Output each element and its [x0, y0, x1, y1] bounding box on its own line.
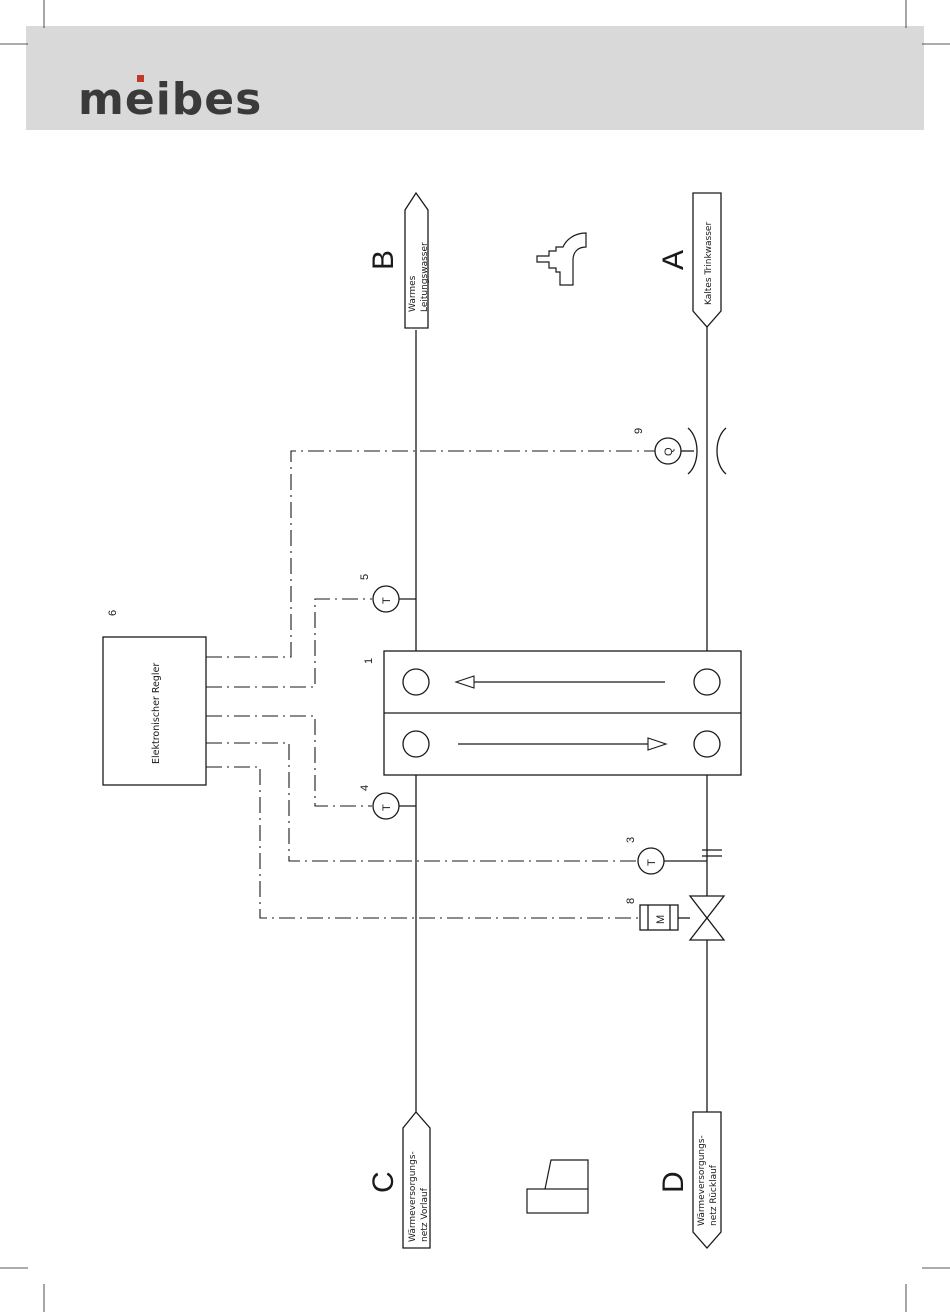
heat-exchanger-number: 1	[363, 658, 375, 664]
flow-sensor-symbol: Q	[663, 447, 675, 456]
brand-logo: meibes	[78, 74, 262, 125]
sensor-4-symbol: T	[381, 804, 393, 811]
sensor-5-symbol: T	[381, 597, 393, 604]
port-C-line2: netz Vorlauf	[420, 1187, 430, 1242]
sensor-3: T	[638, 848, 722, 874]
logo-dot	[137, 75, 144, 82]
sensor-5: T	[373, 586, 416, 612]
port-C-letter: C	[367, 1171, 400, 1193]
sensor-4-number: 4	[359, 785, 371, 791]
port-B-letter: B	[367, 250, 400, 270]
controller-label: Elektronischer Regler	[151, 663, 162, 764]
flow-sensor-9: Q	[655, 428, 726, 474]
tap-icon	[537, 233, 586, 285]
port-D-line1: Wärmeversorgungs-	[697, 1135, 707, 1226]
sensor-4: T	[373, 793, 416, 819]
port-C-line1: Wärmeversorgungs-	[408, 1151, 418, 1242]
port-B-line1: Warmes	[408, 275, 418, 312]
valve-symbol: M	[655, 915, 667, 924]
sensor-5-number: 5	[359, 574, 371, 580]
valve-number: 8	[625, 898, 637, 904]
port-B-line2: Leitungswasser	[420, 242, 430, 312]
sensor-3-symbol: T	[646, 859, 658, 866]
flow-sensor-number: 9	[633, 428, 645, 434]
heat-exchanger-block-icon	[527, 1160, 588, 1213]
port-A-letter: A	[657, 250, 690, 270]
port-D-line2: netz Rücklauf	[709, 1164, 719, 1226]
sensor-3-number: 3	[625, 837, 637, 843]
port-A-line1: Kaltes Trinkwasser	[704, 222, 714, 305]
heat-exchanger	[384, 651, 741, 775]
port-D-letter: D	[657, 1171, 690, 1193]
motor-valve-8: M	[640, 896, 724, 940]
controller-number: 6	[107, 610, 119, 616]
